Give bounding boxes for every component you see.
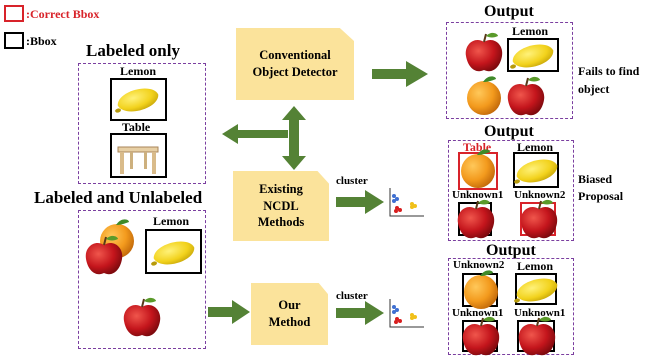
biased-note: Biased Proposal	[578, 172, 624, 204]
scatter-plot-icon	[389, 298, 425, 328]
labeled-only-heading: Labeled only	[86, 41, 180, 60]
labeled-table-label: Table	[122, 120, 151, 134]
bbox-legend-label: :Bbox	[26, 34, 57, 48]
unlabeled-lemon-bbox	[145, 229, 202, 274]
out2-lemon-bbox	[513, 152, 561, 188]
output-panel-ours	[448, 258, 574, 355]
apple-icon	[464, 31, 504, 73]
cluster-label-ours: cluster	[336, 290, 368, 302]
apple-icon	[506, 75, 546, 117]
out2-lemon-label: Lemon	[517, 140, 553, 154]
out2-unknown2-label: Unknown2	[514, 189, 566, 201]
orange-icon	[464, 270, 498, 309]
out3-unknown1-left-bbox	[461, 315, 501, 357]
fails-note: Fails to find object	[578, 64, 640, 96]
orange-icon	[461, 149, 495, 188]
out2-unknown1-bbox	[456, 198, 496, 240]
out1-lemon-bbox	[507, 38, 559, 72]
out3-unknown2-bbox	[462, 270, 498, 309]
labeled-unlabeled-heading: Labeled and Unlabeled	[34, 188, 203, 207]
out3-unknown2-label: Unknown2	[453, 259, 505, 271]
labeled-lemon-bbox	[110, 78, 167, 121]
labeled-unlabeled-panel	[78, 210, 206, 349]
correct-bbox-legend-label: :Correct Bbox	[26, 7, 100, 21]
apple-icon	[517, 315, 557, 357]
output-panel-conventional	[446, 22, 573, 119]
unlabeled-lemon-label: Lemon	[153, 214, 189, 228]
existing-ncdl-box: Existing NCDL Methods	[233, 171, 329, 241]
our-method-box: Our Method	[251, 283, 328, 345]
output-heading-1: Output	[484, 3, 534, 20]
lemon-icon	[513, 274, 561, 306]
output-heading-3: Output	[486, 242, 536, 259]
out3-lemon-label: Lemon	[517, 259, 553, 273]
out2-unknown2-correct-bbox	[519, 198, 559, 240]
apple-icon	[519, 198, 559, 240]
correct-bbox-legend-swatch	[4, 5, 24, 22]
out3-unknown1-right-label: Unknown1	[514, 307, 566, 319]
cluster-label-existing: cluster	[336, 175, 368, 187]
orange-icon	[467, 76, 501, 115]
conventional-detector-box: Conventional Object Detector	[236, 28, 354, 100]
bbox-legend-swatch	[4, 32, 24, 49]
labeled-lemon-label: Lemon	[120, 64, 156, 78]
labeled-table-bbox	[110, 133, 167, 178]
scatter-plot-icon	[389, 187, 425, 217]
output-heading-2: Output	[484, 123, 534, 140]
out3-lemon-bbox	[513, 273, 561, 306]
lemon-icon	[509, 40, 557, 72]
out2-table-correct-bbox	[458, 149, 498, 190]
output-panel-existing	[448, 140, 574, 241]
lemon-icon	[513, 155, 561, 187]
out3-unknown1-left-label: Unknown1	[452, 307, 504, 319]
labeled-only-panel	[78, 63, 206, 184]
out3-unknown1-right-bbox	[517, 315, 557, 357]
apple-icon	[461, 315, 501, 357]
out2-unknown1-label: Unknown1	[452, 189, 504, 201]
apple-icon	[456, 198, 496, 240]
out1-lemon-label: Lemon	[512, 24, 548, 38]
